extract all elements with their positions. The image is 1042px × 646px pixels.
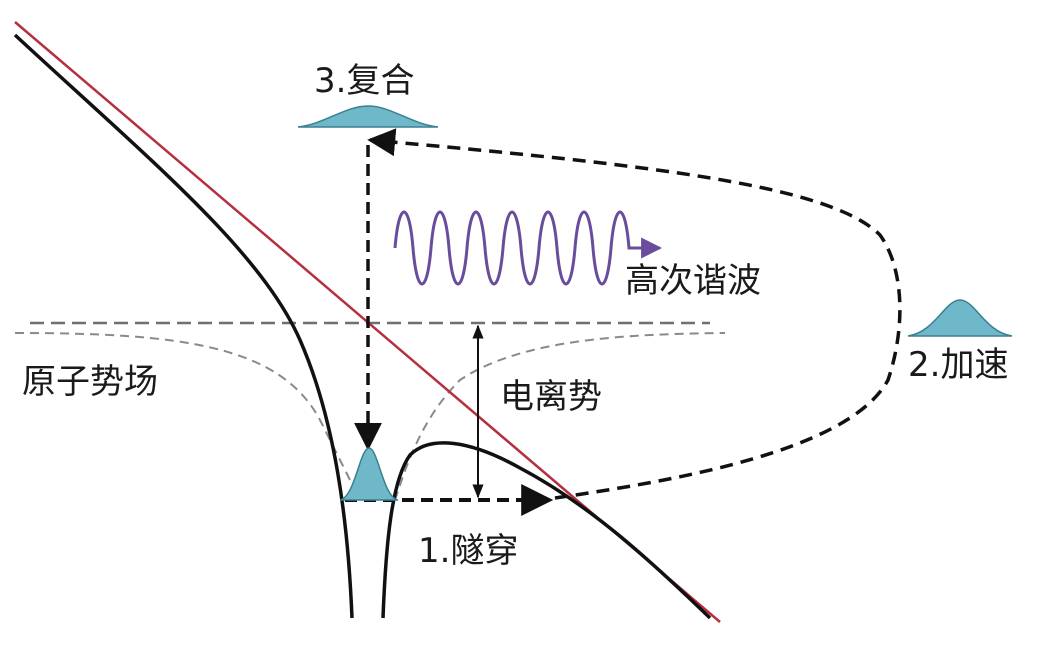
combined-potential-curve-left [13, 33, 354, 619]
combined-potential-curve-right [381, 441, 712, 620]
acceleration-path-arrow [367, 128, 902, 500]
label-acceleration: 2.加速 [908, 345, 1008, 385]
label-ionization-potential: 电离势 [500, 377, 602, 417]
label-atomic-field: 原子势场 [22, 362, 158, 402]
wave-packet-recombination [297, 105, 439, 128]
label-tunneling: 1.隧穿 [418, 531, 518, 571]
harmonic-wave [393, 210, 663, 286]
label-recombination: 3.复合 [314, 61, 414, 101]
wave-packet-acceleration [907, 299, 1013, 337]
wave-packet-bound [339, 447, 399, 501]
label-harmonic: 高次谐波 [625, 261, 761, 301]
